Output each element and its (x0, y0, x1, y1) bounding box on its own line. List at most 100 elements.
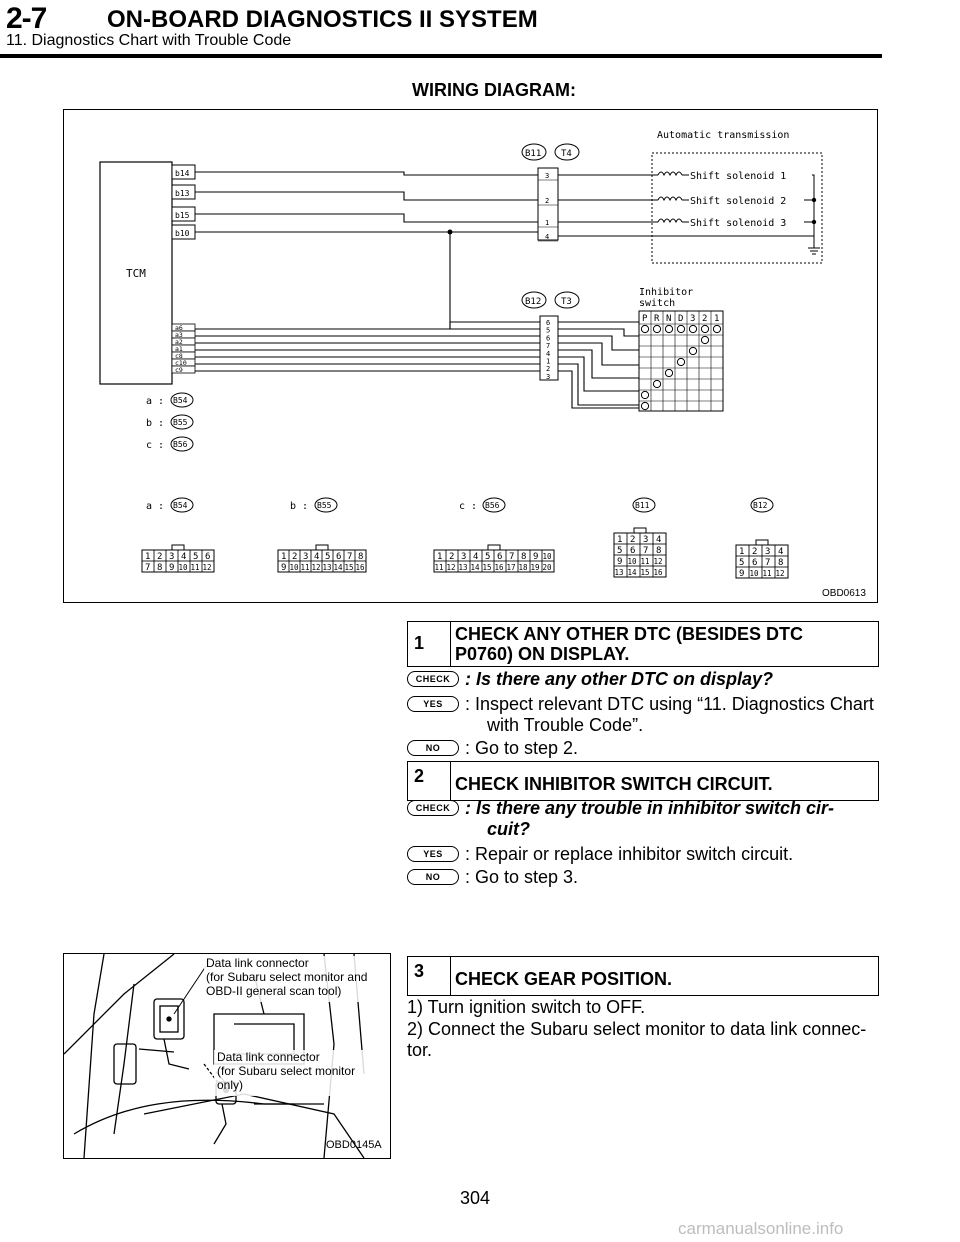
connector-lower-tags: B12 T3 (521, 291, 580, 309)
connector-latch (315, 544, 329, 551)
at-label: Automatic transmission (657, 130, 789, 141)
connector-pin-number: 13 (459, 563, 468, 572)
connector-pin-number: 1 (617, 535, 622, 545)
connector-pin-label: 6 (546, 319, 550, 327)
connector-pin-number: 8 (656, 546, 661, 556)
connector-latch (755, 539, 769, 546)
connector-pin-number: 11 (641, 557, 650, 566)
connector-pin-number: 10 (628, 557, 638, 566)
connector-pin-number: 5 (739, 558, 744, 568)
connector-latch (633, 527, 647, 534)
legend-connector-label: B55 (173, 418, 188, 427)
connector-pin-number: 16 (495, 563, 505, 572)
step-1-number: 1 (414, 633, 425, 653)
connector-pin-label: 1 (545, 219, 549, 227)
connector-pin-number: 17 (507, 563, 516, 572)
inhibitor-label-1: Inhibitor (639, 287, 693, 298)
connector-pin-number: 6 (752, 558, 757, 568)
no-badge-icon: NO (407, 740, 459, 756)
connector-cell (774, 566, 789, 579)
connector-pin-number: 8 (778, 558, 783, 568)
connector-pin-number: 20 (543, 563, 553, 572)
connector-oval (170, 497, 194, 513)
connector-pin-number: 11 (763, 569, 772, 578)
connector-pin-number: 1 (437, 552, 442, 562)
connector-pin-label: 3 (546, 373, 550, 381)
section-number: 2-7 (6, 2, 47, 35)
tcm-pin-label: a3 (175, 331, 183, 339)
page-number: 304 (460, 1188, 491, 1208)
inhibitor-contact (712, 324, 722, 334)
connector-id: B11 (635, 501, 650, 510)
inhibitor-contact (640, 401, 650, 411)
section-subtitle: 11. Diagnostics Chart with Trouble Code (6, 32, 292, 49)
connector-pin-number: 18 (519, 563, 529, 572)
legend-connector-label: B56 (173, 440, 188, 449)
step-3-instruction-1: 1) Turn ignition switch to OFF. (407, 997, 646, 1017)
data-link-connector-figure: Data link connector(for Subaru select mo… (63, 953, 391, 1159)
connector-pin-label: 5 (546, 327, 550, 335)
inhibitor-contact (652, 324, 662, 334)
connector-pin-label: 7 (546, 342, 550, 350)
inhibitor-contact (700, 324, 710, 334)
solenoid-coils (652, 171, 820, 255)
solenoid-wires (558, 174, 814, 237)
legend-key: c : (146, 440, 164, 451)
connector-pin-number: 13 (323, 563, 332, 572)
connector-pin-number: 10 (543, 552, 553, 561)
yes-badge-icon: YES (407, 696, 459, 712)
step-1-yes: YES : Inspect relevant DTC using “11. Di… (407, 694, 882, 738)
connector-pin-label: 2 (546, 365, 550, 373)
connector-pin-number: 16 (356, 563, 366, 572)
connector-pin-number: 8 (521, 552, 526, 562)
legend-key: b : (146, 418, 164, 429)
connector-pin-label: 4 (545, 233, 549, 241)
connector-cell (354, 560, 367, 573)
watermark: carmanualsonline.info (678, 1219, 844, 1238)
step-3-header: 3 CHECK GEAR POSITION. (407, 956, 879, 996)
inhibitor-position-label: 1 (714, 314, 719, 324)
connector-pin-number: 8 (157, 563, 162, 573)
connector-pin-number: 4 (656, 535, 661, 545)
yes-badge-icon: YES (407, 846, 459, 862)
tcm-pin-label: b14 (175, 169, 190, 178)
inhibitor-contact (652, 379, 662, 389)
connector-pin-label: 4 (546, 350, 550, 358)
tcm-pin (171, 365, 196, 374)
inhibitor-position-label: D (678, 314, 683, 324)
splice-point (447, 229, 453, 235)
connector-id: B55 (317, 501, 332, 510)
step-2-header: 2 CHECK INHIBITOR SWITCH CIRCUIT. (407, 761, 879, 801)
connector-id: B54 (173, 501, 188, 510)
at-box (651, 152, 823, 264)
connector-pin-number: 6 (630, 546, 635, 556)
connector-pin-number: 14 (334, 563, 344, 572)
connector-pin-number: 7 (643, 546, 648, 556)
wiring-diagram-heading: WIRING DIAGRAM: (412, 80, 576, 100)
tcm-box (99, 161, 173, 385)
wiring-figure-code: OBD0613 (822, 588, 866, 599)
connector-pin-number: 9 (169, 563, 174, 573)
legend-connector-oval (170, 392, 194, 408)
connector-pin-number: 2 (752, 547, 757, 557)
connector-pin-number: 10 (750, 569, 760, 578)
tcm-label: TCM (126, 267, 146, 280)
connector-pin-number: 3 (303, 552, 308, 562)
connector-pin-number: 13 (615, 568, 624, 577)
connector-oval (314, 497, 338, 513)
photo-figure-code: OBD0145A (326, 1139, 382, 1151)
tag-t3: T3 (561, 297, 572, 307)
tcm-pin-label: a6 (175, 324, 183, 332)
connector-pin-number: 14 (628, 568, 638, 577)
connector-pin-number: 12 (312, 563, 321, 572)
solenoid-2-label: Shift solenoid 2 (690, 196, 786, 207)
connector-pin-number: 7 (765, 558, 770, 568)
upper-wires (195, 171, 538, 329)
connector-pin-number: 6 (497, 552, 502, 562)
connector-pin-number: 12 (447, 563, 456, 572)
connector-pin-number: 5 (193, 552, 198, 562)
